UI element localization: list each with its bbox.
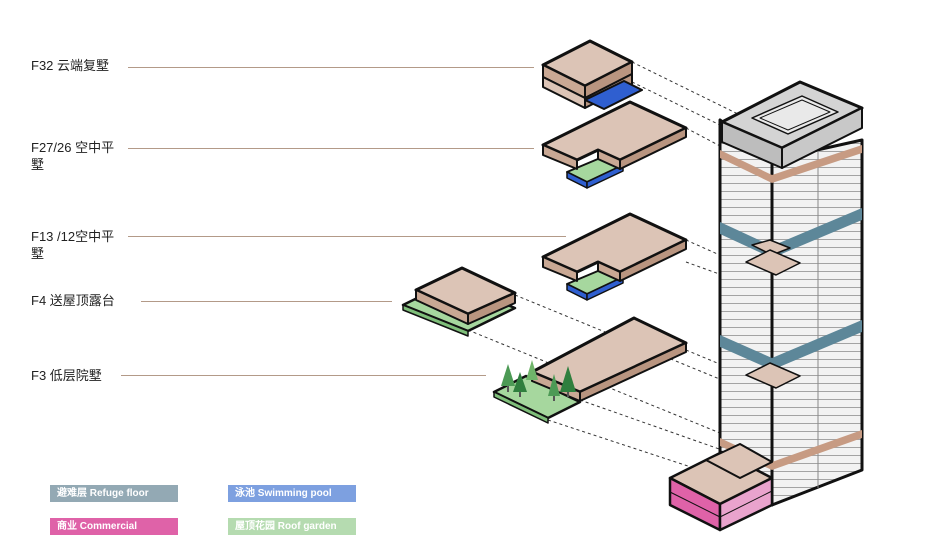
block-f4: [401, 266, 517, 337]
tree-icon: [501, 360, 576, 401]
leader-line-f32: [128, 67, 534, 68]
legend-roof-garden: 屋顶花园 Roof garden: [228, 518, 356, 535]
leader-line-f27: [128, 148, 534, 149]
tower: [668, 80, 864, 532]
label-f27: F27/26 空中平墅: [31, 140, 115, 172]
label-f4: F4 送屋顶露台: [31, 293, 115, 308]
projection-lines: [467, 61, 741, 471]
refuge-band: [720, 208, 862, 370]
block-f13: [541, 212, 688, 301]
label-f32: F32 云端复墅: [31, 58, 110, 73]
leader-line-f3: [121, 375, 486, 376]
legend-commercial: 商业 Commercial: [50, 518, 178, 535]
block-f27: [541, 100, 688, 189]
legend-swimming-pool: 泳池 Swimming pool: [228, 485, 356, 502]
legend-refuge-floor: 避难层 Refuge floor: [50, 485, 178, 502]
label-f3: F3 低层院墅: [31, 368, 102, 383]
leader-line-f13: [128, 236, 566, 237]
block-f32: [541, 39, 643, 110]
leader-line-f4: [141, 301, 392, 302]
label-f13: F13 /12空中平墅: [31, 229, 115, 261]
